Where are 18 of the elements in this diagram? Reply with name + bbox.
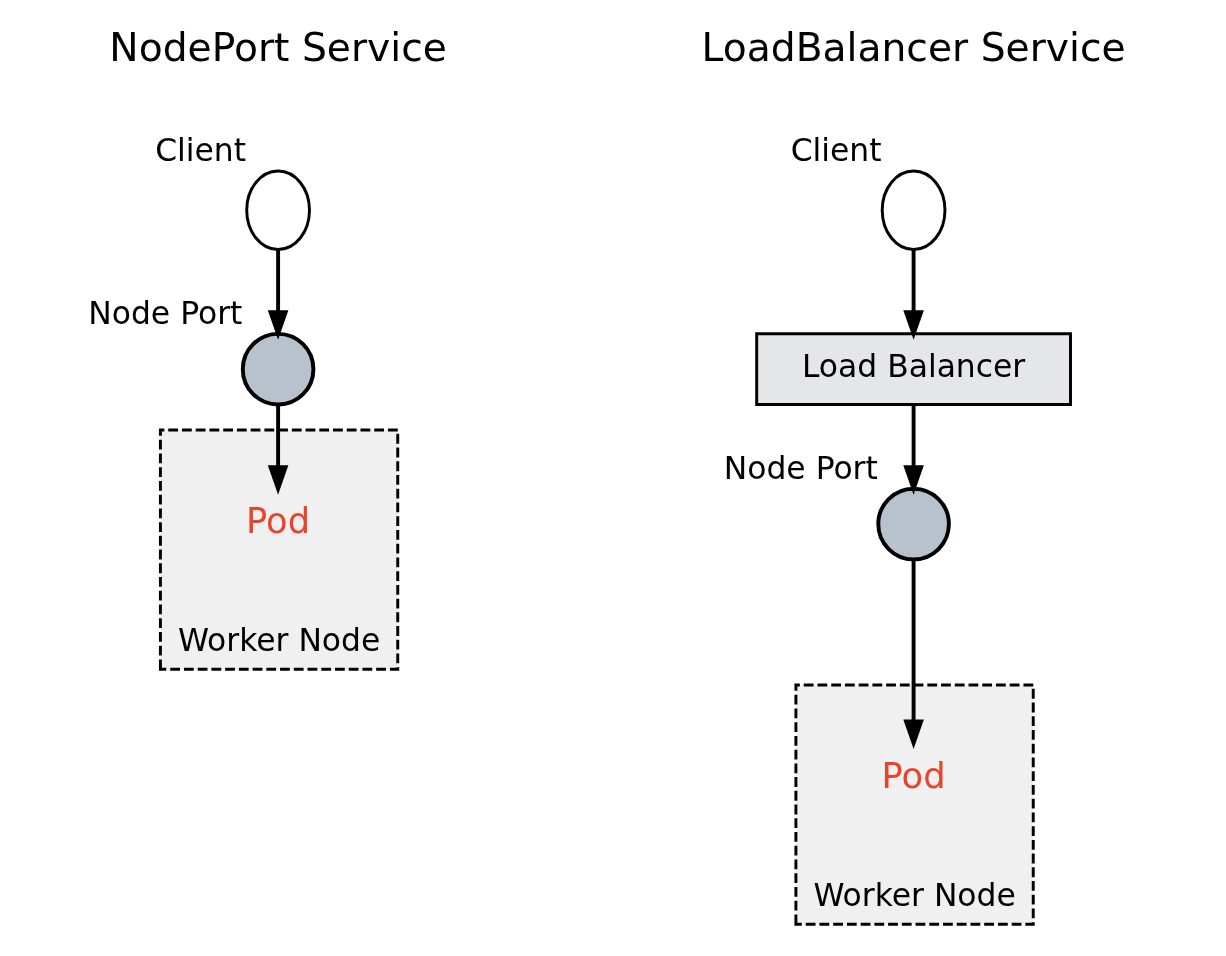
node-label: Node Port bbox=[87, 294, 242, 331]
arrow bbox=[267, 404, 288, 495]
arrow bbox=[267, 249, 288, 340]
node-circle bbox=[875, 486, 951, 562]
node-person bbox=[244, 169, 311, 251]
label: LoadBalancer Service bbox=[701, 25, 1126, 71]
arrow bbox=[902, 559, 924, 749]
node-label: Client bbox=[154, 131, 246, 168]
arrow bbox=[902, 249, 924, 340]
node-label: Node Port bbox=[723, 449, 878, 486]
node-person bbox=[880, 169, 946, 251]
node-label: Client bbox=[790, 131, 882, 168]
node-circle bbox=[240, 331, 315, 407]
node-text: Pod bbox=[881, 754, 946, 796]
arrow bbox=[902, 404, 924, 495]
label: NodePort Service bbox=[108, 25, 447, 71]
node-text: Pod bbox=[245, 499, 310, 541]
node-box: Load Balancer bbox=[754, 332, 1072, 406]
